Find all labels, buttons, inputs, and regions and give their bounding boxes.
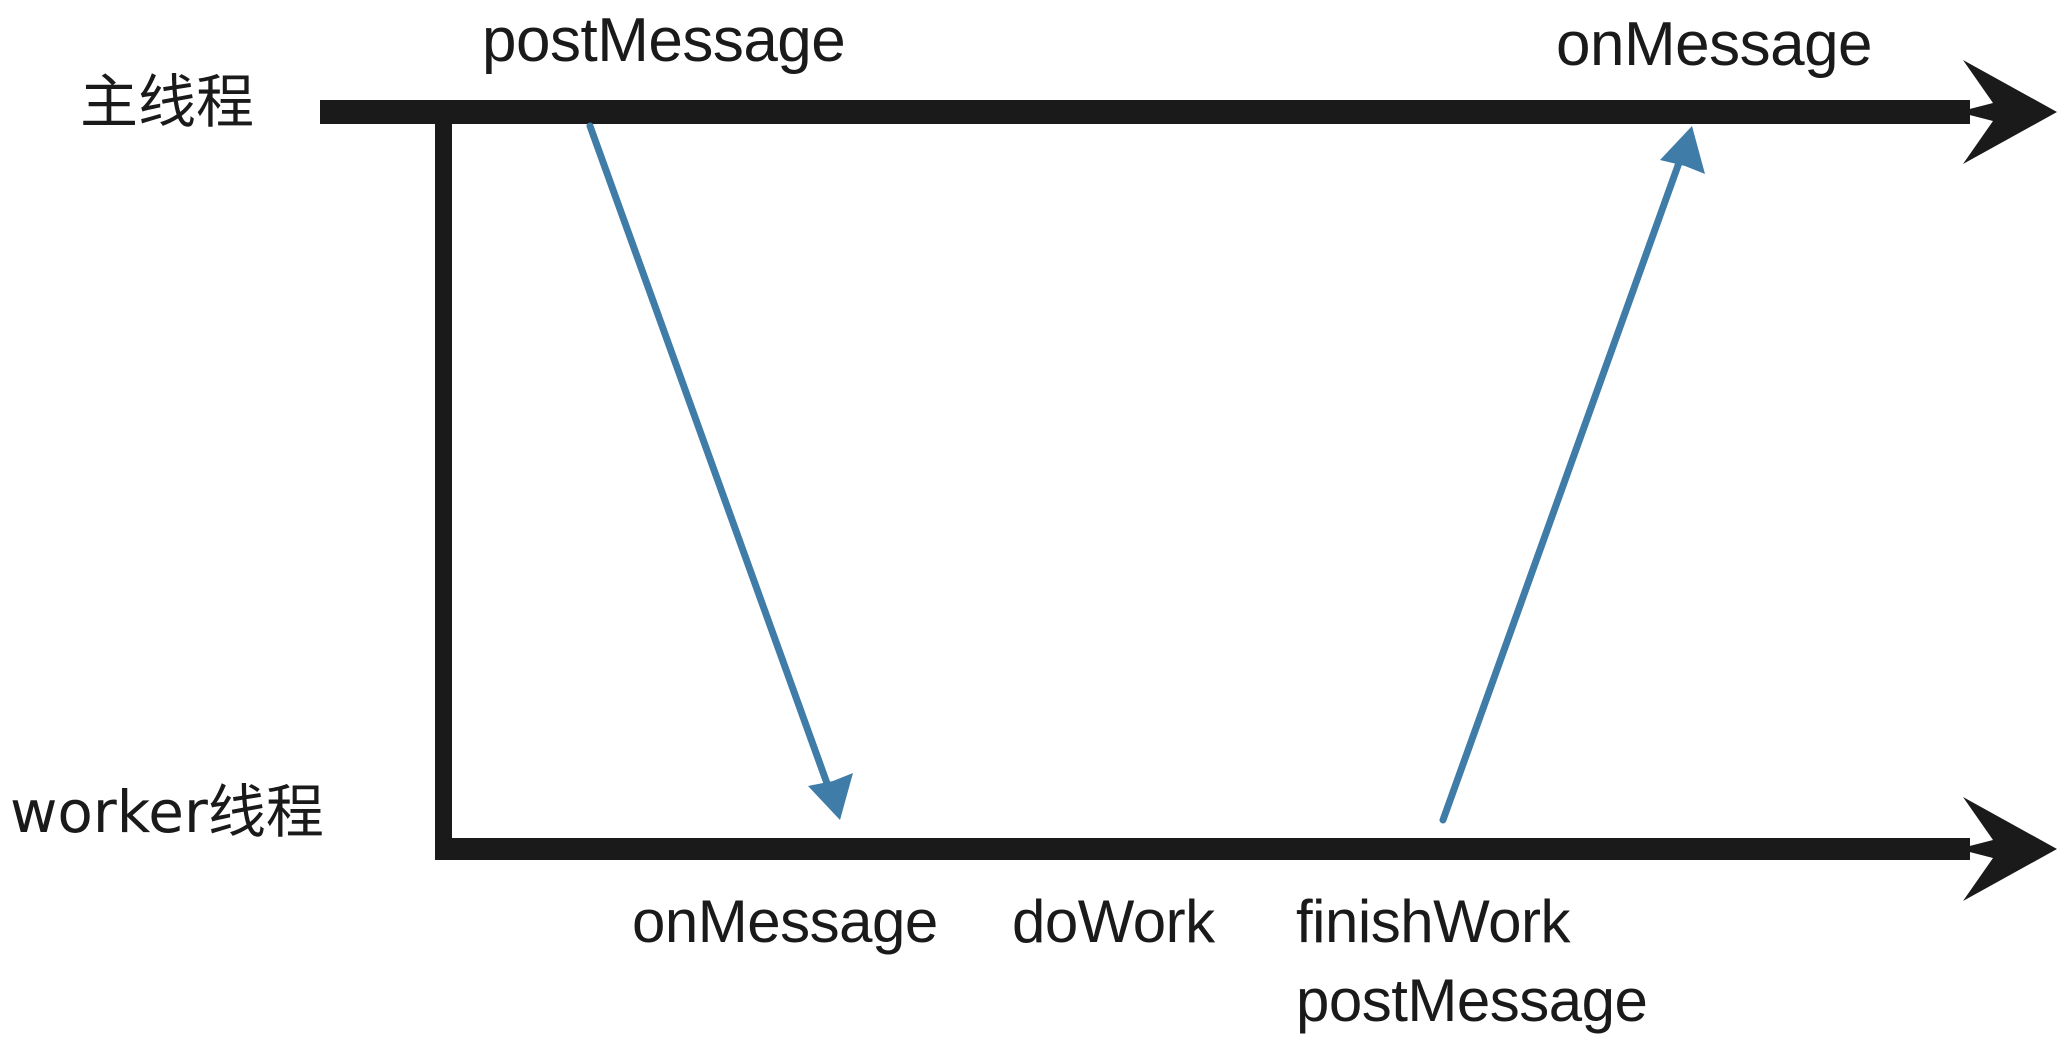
annotation-worker-finish-block: finishWork postMessage (1296, 888, 1648, 1034)
worker-to-main-arrowhead-icon (1660, 126, 1705, 174)
worker-thread-arrowhead-icon (1958, 797, 2057, 901)
main-thread-arrowhead-icon (1958, 60, 2057, 164)
main-to-worker-arrow-shaft (586, 122, 837, 804)
thread-spawn-connector (435, 112, 452, 852)
annotation-worker-post-message: postMessage (1296, 967, 1648, 1034)
annotation-worker-on-message: onMessage (632, 888, 938, 955)
annotation-main-on-message: onMessage (1556, 10, 1873, 79)
annotation-worker-do-work: doWork (1012, 888, 1215, 955)
worker-thread-axis-line (435, 838, 1970, 860)
worker-thread-lane (435, 797, 2057, 901)
main-to-worker-arrow (586, 122, 853, 820)
lane-label-main-thread: 主线程 (80, 68, 255, 136)
annotation-worker-finish-work: finishWork (1296, 888, 1570, 955)
worker-to-main-arrow (1439, 126, 1705, 824)
lane-label-worker-thread: worker线程 (10, 778, 324, 846)
main-thread-lane (320, 60, 2057, 164)
annotation-main-post-message: postMessage (482, 6, 846, 75)
main-thread-axis-line (320, 100, 1970, 124)
main-to-worker-arrowhead-icon (808, 773, 853, 820)
worker-to-main-arrow-shaft (1439, 142, 1689, 824)
